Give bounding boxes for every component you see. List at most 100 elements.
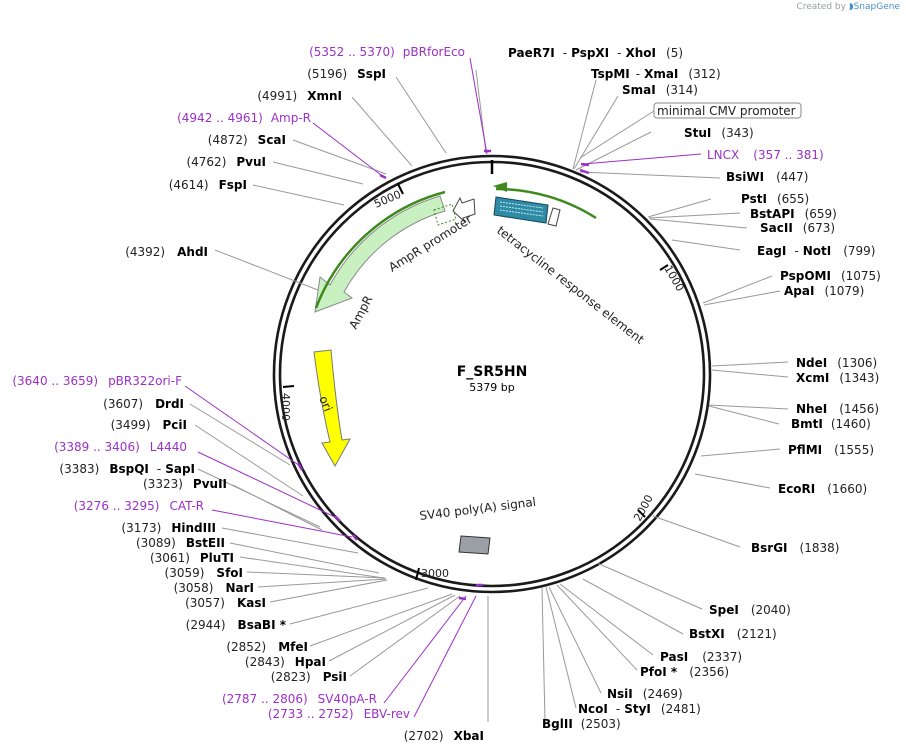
primer-sv40pa-r[interactable]: (2787 .. 2806)SV40pA-R — [222, 692, 377, 706]
site-xmni[interactable]: (4991)XmnI — [257, 89, 342, 103]
svg-text:StuI(343): StuI(343) — [684, 126, 754, 140]
site-ncoi[interactable]: NcoI-StyI(2481) — [578, 702, 701, 716]
svg-text:(3383)BspQI-SapI: (3383)BspQI-SapI — [59, 462, 195, 476]
site-smai[interactable]: SmaI(314) — [622, 83, 698, 97]
cmv-promoter-callout[interactable]: minimal CMV promoter — [579, 102, 802, 159]
svg-text:BsrGI(1838): BsrGI(1838) — [751, 541, 839, 555]
site-stui[interactable]: StuI(343) — [684, 126, 754, 140]
svg-text:BmtI(1460): BmtI(1460) — [791, 417, 871, 431]
primer-amp-r[interactable]: (4942 .. 4961)Amp-R — [177, 111, 311, 125]
svg-text:(3061)PluTI: (3061)PluTI — [150, 551, 234, 565]
svg-text:PaeR7I-PspXI-XhoI(5): PaeR7I-PspXI-XhoI(5) — [508, 46, 683, 60]
site-pfoi[interactable]: PfoI *(2356) — [640, 665, 729, 679]
site-bstxi[interactable]: BstXI(2121) — [689, 627, 777, 641]
svg-text:(4942 .. 4961)Amp-R: (4942 .. 4961)Amp-R — [177, 111, 311, 125]
svg-text:(3499)PciI: (3499)PciI — [111, 418, 187, 432]
site-eagi[interactable]: EagI-NotI(799) — [757, 244, 875, 258]
site-bglii[interactable]: BglII(2503) — [542, 717, 621, 731]
svg-text:(2852)MfeI: (2852)MfeI — [226, 640, 308, 654]
primer-lncx[interactable] — [579, 153, 702, 175]
svg-text:TspMI-XmaI(312): TspMI-XmaI(312) — [591, 67, 721, 81]
svg-text:(3607)DrdI: (3607)DrdI — [103, 397, 184, 411]
site-sacii[interactable]: SacII(673) — [760, 221, 835, 235]
site-pflmi[interactable]: PflMI(1555) — [788, 443, 874, 457]
primer-ebv-rev[interactable]: (2733 .. 2752)EBV-rev — [268, 707, 410, 721]
ampr-feature[interactable]: AmpR — [314, 190, 446, 331]
site-xcmi[interactable]: XcmI(1343) — [796, 371, 879, 385]
svg-text:XcmI(1343): XcmI(1343) — [796, 371, 879, 385]
site-mfei[interactable]: (2852)MfeI — [226, 640, 308, 654]
site-ndei[interactable]: NdeI(1306) — [796, 356, 877, 370]
tick-label-2000: 2000 — [631, 493, 656, 524]
svg-text:(3173)HindIII: (3173)HindIII — [121, 521, 216, 535]
svg-text:BglII(2503): BglII(2503) — [542, 717, 621, 731]
site-paer7i[interactable]: PaeR7I-PspXI-XhoI(5) — [508, 46, 683, 60]
svg-text:(2843)HpaI: (2843)HpaI — [245, 655, 326, 669]
svg-text:LNCX(357 .. 381): LNCX(357 .. 381) — [707, 148, 824, 162]
site-nhei[interactable]: NheI(1456) — [796, 402, 879, 416]
svg-text:(4762)PvuI: (4762)PvuI — [186, 155, 266, 169]
site-psii[interactable]: (2823)PsiI — [271, 670, 347, 684]
site-xbai[interactable]: (2702)XbaI — [404, 729, 484, 743]
tick-3000: 3000 — [415, 567, 449, 581]
site-sspi[interactable]: (5196)SspI — [307, 67, 386, 81]
site-pluti[interactable]: (3061)PluTI — [150, 551, 234, 565]
plasmid-size: 5379 bp — [469, 381, 514, 394]
svg-text:(4614)FspI: (4614)FspI — [169, 178, 247, 192]
site-nari[interactable]: (3058)NarI — [174, 581, 254, 595]
primer-cat-r[interactable]: (3276 .. 3295)CAT-R — [74, 499, 204, 513]
svg-text:PstI(655): PstI(655) — [741, 192, 809, 206]
site-bsrgi[interactable]: BsrGI(1838) — [751, 541, 839, 555]
site-scai[interactable]: (4872)ScaI — [208, 133, 286, 147]
site-pvui[interactable]: (4762)PvuI — [186, 155, 266, 169]
site-spei[interactable]: SpeI(2040) — [709, 603, 791, 617]
primer-lncx-label[interactable]: LNCX(357 .. 381) — [707, 148, 824, 162]
primer-pbrforeco[interactable]: (5352 .. 5370)pBRforEco — [309, 45, 465, 59]
cmv-promoter-label: minimal CMV promoter — [657, 104, 796, 118]
primer-marks — [296, 149, 491, 601]
site-pvuii[interactable]: (3323)PvuII — [143, 477, 227, 491]
site-hpai[interactable]: (2843)HpaI — [245, 655, 326, 669]
primer-pbr322ori-f[interactable]: (3640 .. 3659)pBR322ori-F — [12, 374, 182, 388]
ori-feature[interactable]: ori — [313, 349, 351, 468]
svg-text:NcoI-StyI(2481): NcoI-StyI(2481) — [578, 702, 701, 716]
svg-text:(3057)KasI: (3057)KasI — [185, 596, 266, 610]
site-drdi[interactable]: (3607)DrdI — [103, 397, 184, 411]
site-bspqi[interactable]: (3383)BspQI-SapI — [59, 462, 195, 476]
svg-text:NsiI(2469): NsiI(2469) — [607, 687, 683, 701]
svg-text:SmaI(314): SmaI(314) — [622, 83, 698, 97]
site-tspmi[interactable]: TspMI-XmaI(312) — [591, 67, 721, 81]
svg-text:EcoRI(1660): EcoRI(1660) — [778, 482, 867, 496]
primer-l4440[interactable]: (3389 .. 3406)L4440 — [54, 440, 187, 454]
site-pcii[interactable]: (3499)PciI — [111, 418, 187, 432]
svg-text:BstAPI(659): BstAPI(659) — [750, 207, 837, 221]
site-bsabi[interactable]: (2944)BsaBI * — [186, 618, 287, 632]
site-sfoi[interactable]: (3059)SfoI — [165, 566, 243, 580]
site-pspomi[interactable]: PspOMI(1075) — [780, 269, 881, 283]
primer-lines-left — [184, 57, 488, 718]
sv40-polya-feature[interactable]: SV40 poly(A) signal — [419, 495, 537, 555]
site-pasi[interactable]: PasI(2337) — [660, 650, 742, 664]
site-kasi[interactable]: (3057)KasI — [185, 596, 266, 610]
snapgene-credit: Created by ◗SnapGene — [796, 2, 900, 12]
tick-4000: 4000 — [279, 385, 295, 421]
leader-lines-left — [189, 76, 489, 722]
site-psti[interactable]: PstI(655) — [741, 192, 809, 206]
sv40-polya-label: SV40 poly(A) signal — [419, 495, 537, 523]
svg-text:(4392)AhdI: (4392)AhdI — [125, 245, 208, 259]
svg-text:(3640 .. 3659)pBR322ori-F: (3640 .. 3659)pBR322ori-F — [12, 374, 182, 388]
site-bstapi[interactable]: BstAPI(659) — [750, 207, 837, 221]
svg-text:NdeI(1306): NdeI(1306) — [796, 356, 877, 370]
svg-text:(2702)XbaI: (2702)XbaI — [404, 729, 484, 743]
site-hindiii[interactable]: (3173)HindIII — [121, 521, 216, 535]
site-bsiwi[interactable]: BsiWI(447) — [726, 170, 808, 184]
site-nsii[interactable]: NsiI(2469) — [607, 687, 683, 701]
site-ahdi[interactable]: (4392)AhdI — [125, 245, 208, 259]
svg-text:(3276 .. 3295)CAT-R: (3276 .. 3295)CAT-R — [74, 499, 204, 513]
site-apai[interactable]: ApaI(1079) — [784, 284, 864, 298]
site-ecori[interactable]: EcoRI(1660) — [778, 482, 867, 496]
site-fspi[interactable]: (4614)FspI — [169, 178, 247, 192]
site-bsteii[interactable]: (3089)BstEII — [136, 536, 225, 550]
site-bmti[interactable]: BmtI(1460) — [791, 417, 871, 431]
ori-label: ori — [316, 394, 335, 414]
